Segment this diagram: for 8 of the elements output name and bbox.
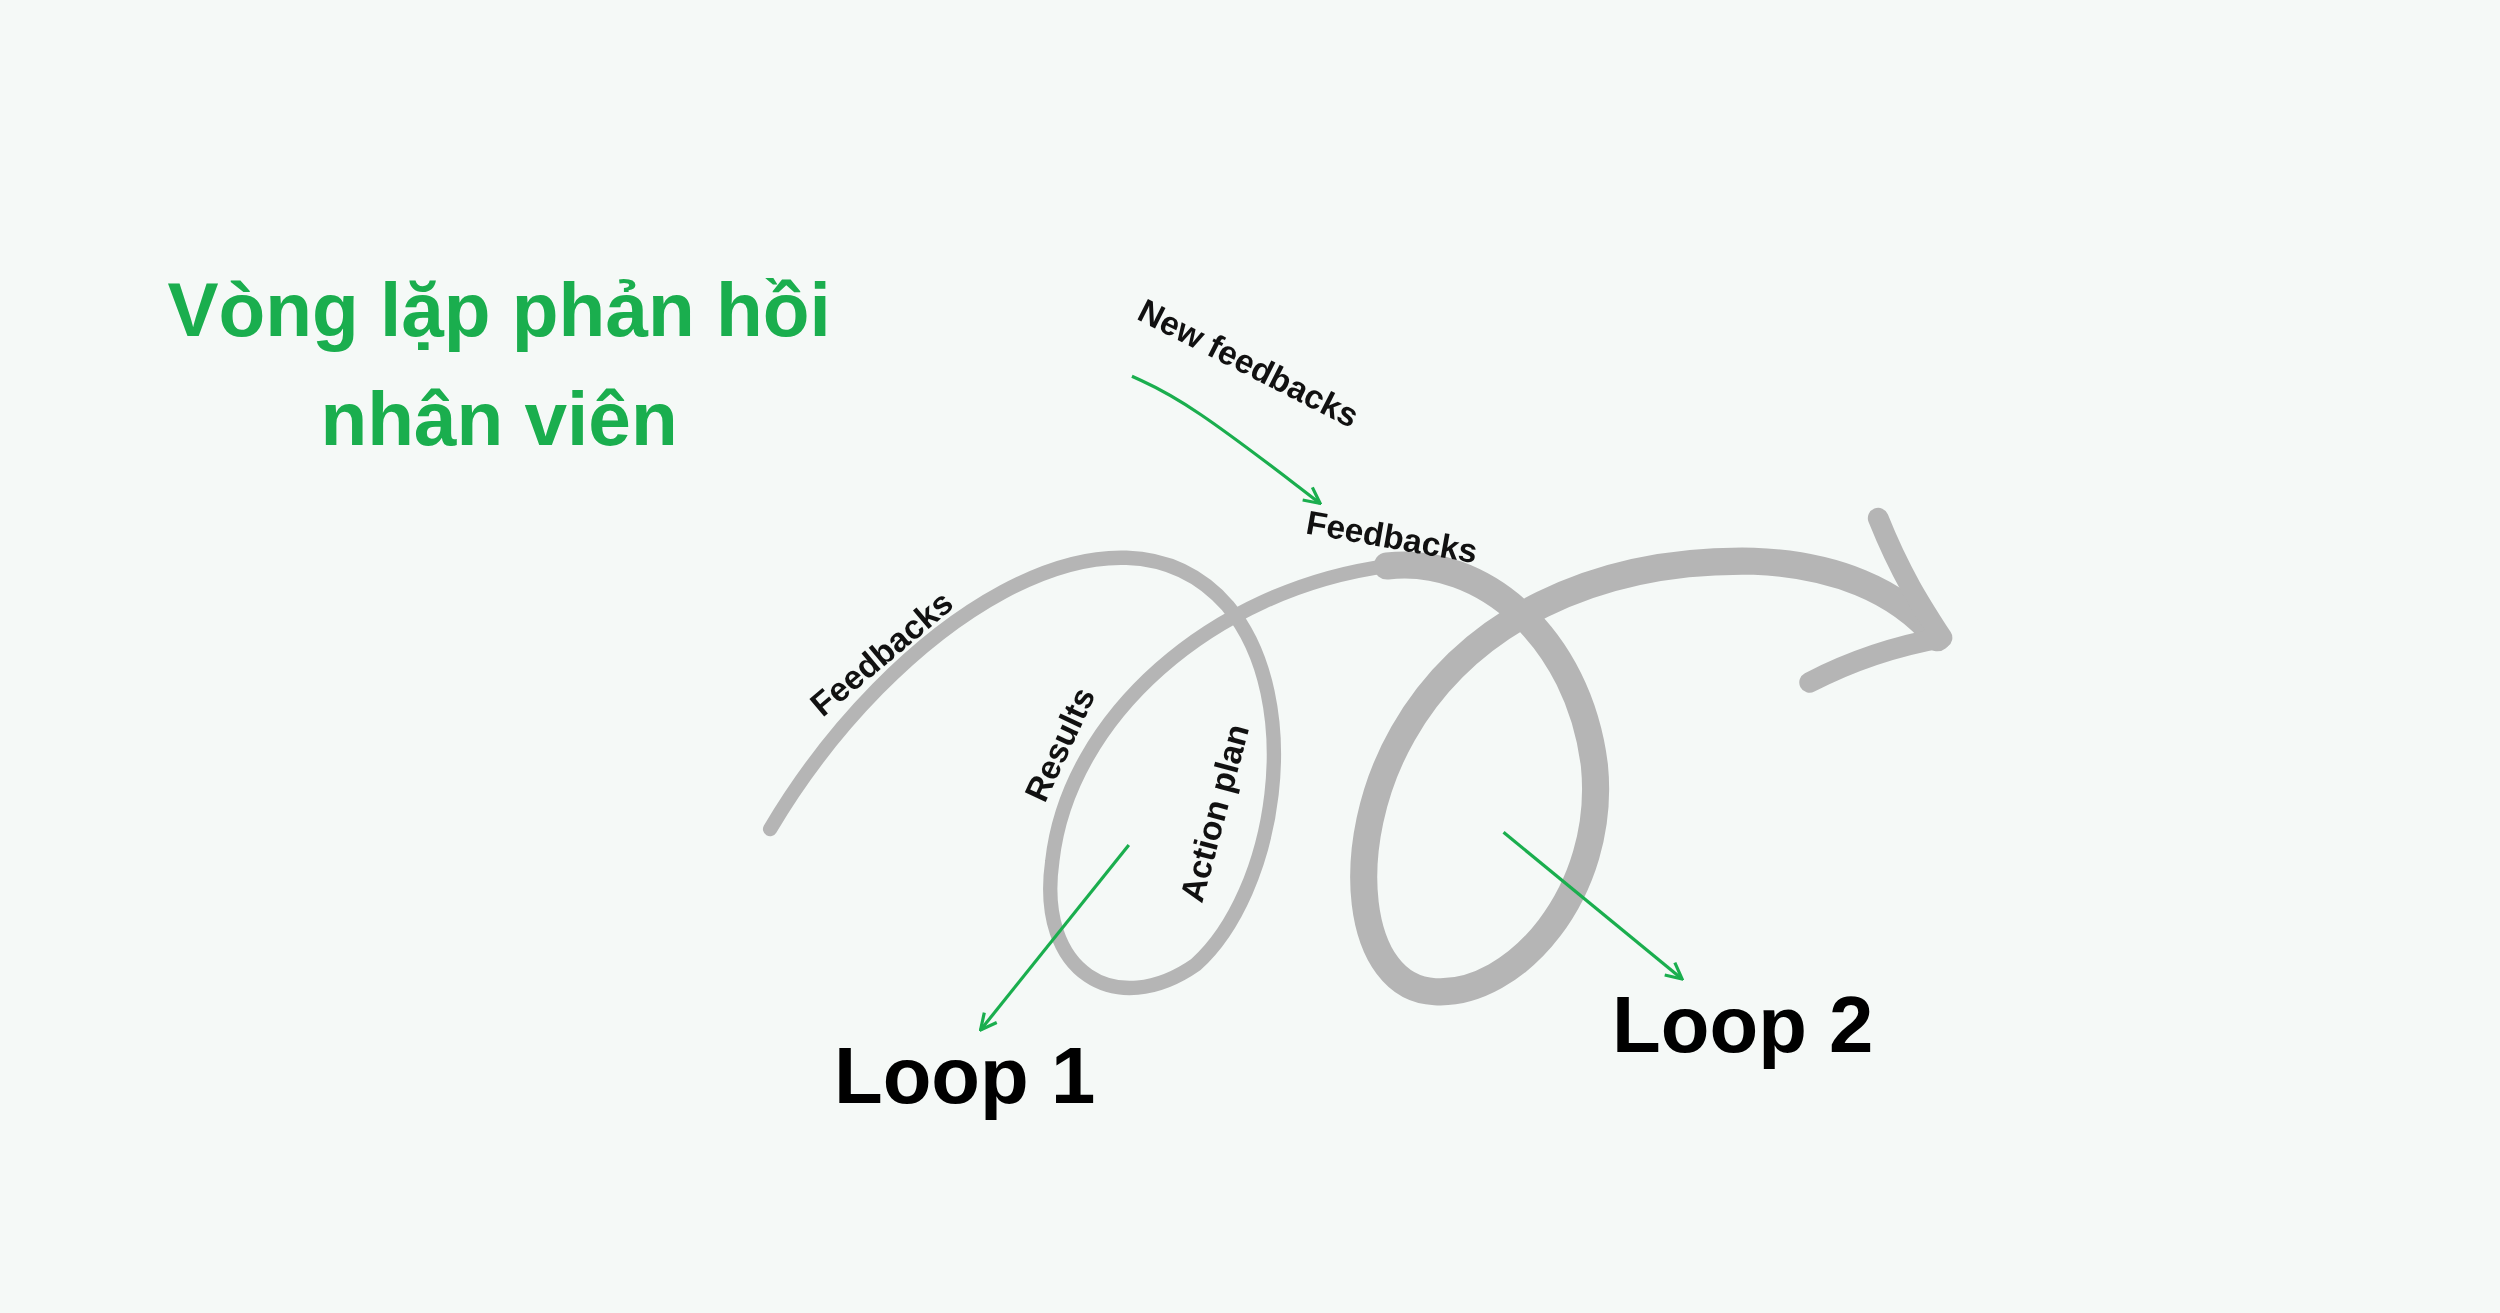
title: Vòng lặp phản hồi nhân viên: [166, 266, 832, 463]
loop-label: Loop 1: [833, 1030, 1096, 1123]
arrow: [1502, 831, 1684, 981]
curve-label: Action plan: [1172, 720, 1257, 907]
arrow: [978, 844, 1131, 1032]
loop-label: Loop 2: [1612, 978, 1874, 1072]
curve-label: Feedbacks: [1303, 503, 1481, 572]
arrow: [1131, 374, 1322, 506]
